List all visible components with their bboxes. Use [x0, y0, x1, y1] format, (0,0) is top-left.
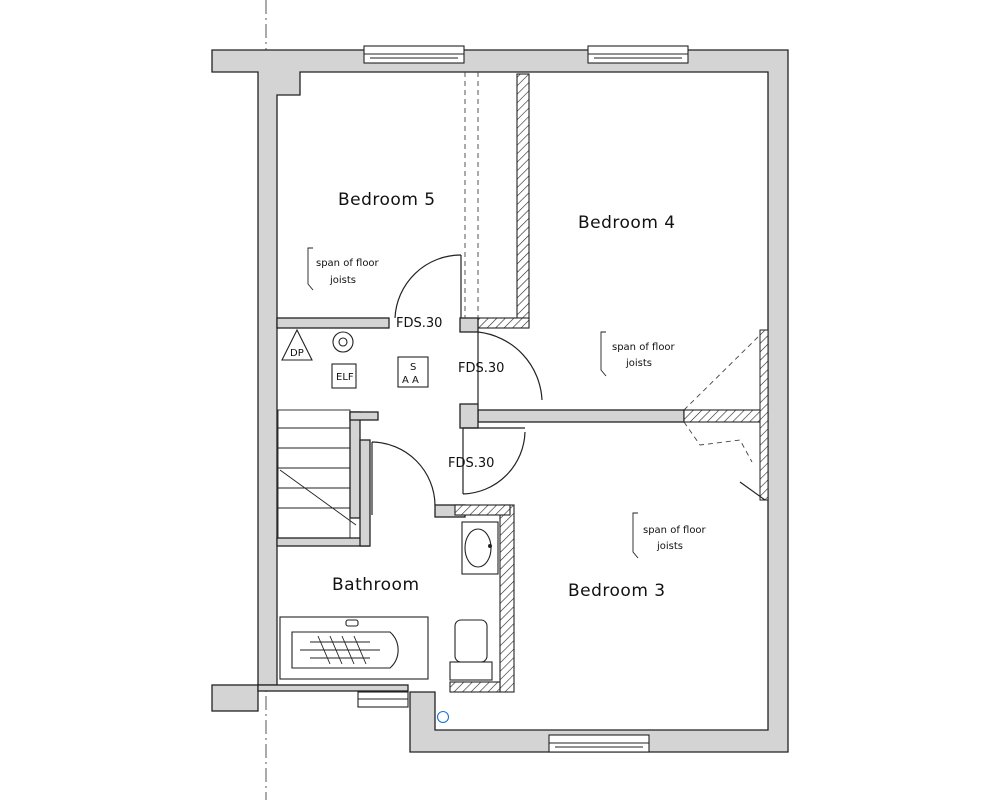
room-label-bathroom: Bathroom [332, 575, 420, 595]
joist-note-line2-c: joists [656, 541, 683, 552]
joist-note-line2-b: joists [625, 358, 652, 369]
door-label-bedroom3: FDS.30 [448, 456, 494, 471]
joist-note-line1-b: span of floor [612, 342, 676, 353]
room-label-bedroom3: Bedroom 3 [568, 581, 666, 601]
room-label-bedroom4: Bedroom 4 [578, 213, 676, 233]
door-label-bedroom5: FDS.30 [396, 316, 442, 331]
door-label-bedroom4: FDS.30 [458, 361, 504, 376]
smoke-alarm-label-top: S [410, 362, 416, 373]
bath-tub [279, 616, 429, 680]
outer-walls [211, 49, 789, 753]
door-swings [371, 254, 543, 515]
dashed-void [464, 72, 479, 318]
staircase [277, 409, 357, 539]
room-label-bedroom5: Bedroom 5 [338, 190, 436, 210]
windows [357, 45, 689, 753]
internal-walls [276, 73, 769, 693]
elf-label: ELF [336, 372, 354, 383]
landing-symbols [281, 328, 450, 724]
joist-note-line1-c: span of floor [643, 525, 707, 536]
washbasin [461, 521, 499, 575]
smoke-alarm-label-bottom: A A [402, 375, 419, 386]
cupboard-doors [683, 334, 766, 501]
joist-arrows [307, 247, 639, 559]
joist-note-line2-a: joists [329, 275, 356, 286]
distribution-panel-label: DP [290, 348, 304, 359]
joist-note-line1-a: span of floor [316, 258, 380, 269]
toilet [449, 619, 493, 681]
